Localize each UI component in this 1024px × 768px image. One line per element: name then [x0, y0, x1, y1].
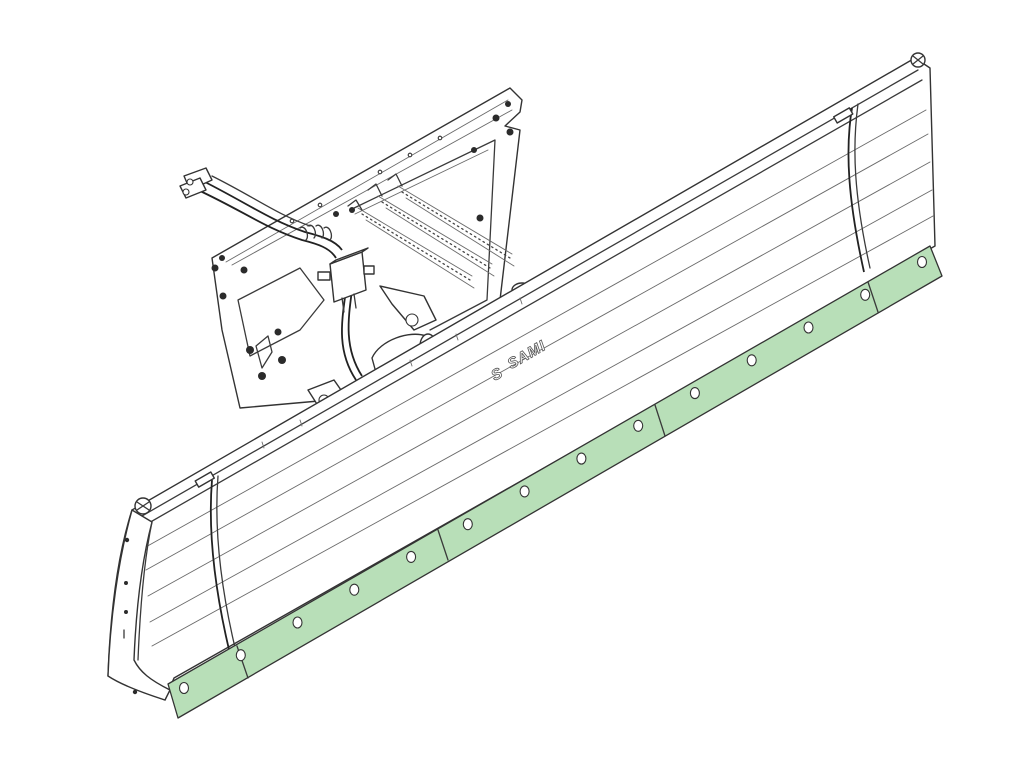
spring-2: [377, 195, 495, 277]
bolt-hole: [803, 321, 814, 334]
plow-blade: [107, 52, 936, 701]
bolt-hole: [576, 452, 587, 465]
bolt-hole: [292, 616, 303, 629]
left-end-knob: [134, 497, 152, 515]
cutting-edge-divider: [437, 529, 449, 561]
bolt-hole: [689, 387, 700, 400]
valve-block: [317, 247, 375, 313]
spring-3: [397, 185, 515, 267]
bolt-hole: [178, 681, 190, 695]
right-end-knob: [910, 52, 926, 68]
cutting-edge-bolt-holes: [178, 255, 928, 695]
bolt-hole: [235, 649, 246, 662]
bolt-hole: [406, 550, 417, 563]
bolt-hole: [633, 419, 644, 432]
bolt-hole: [462, 518, 473, 531]
cutting-edge-divider: [867, 281, 879, 313]
bolt-hole: [916, 255, 928, 269]
hydraulic-hoses: [179, 167, 363, 381]
bolt-hole: [349, 583, 360, 596]
bolt-hole: [746, 354, 757, 367]
cutting-edge-divider: [654, 404, 666, 437]
bolt-hole: [860, 288, 871, 301]
spring-1: [357, 207, 475, 289]
bolt-hole: [519, 485, 530, 498]
cutting-edge: [167, 245, 943, 719]
